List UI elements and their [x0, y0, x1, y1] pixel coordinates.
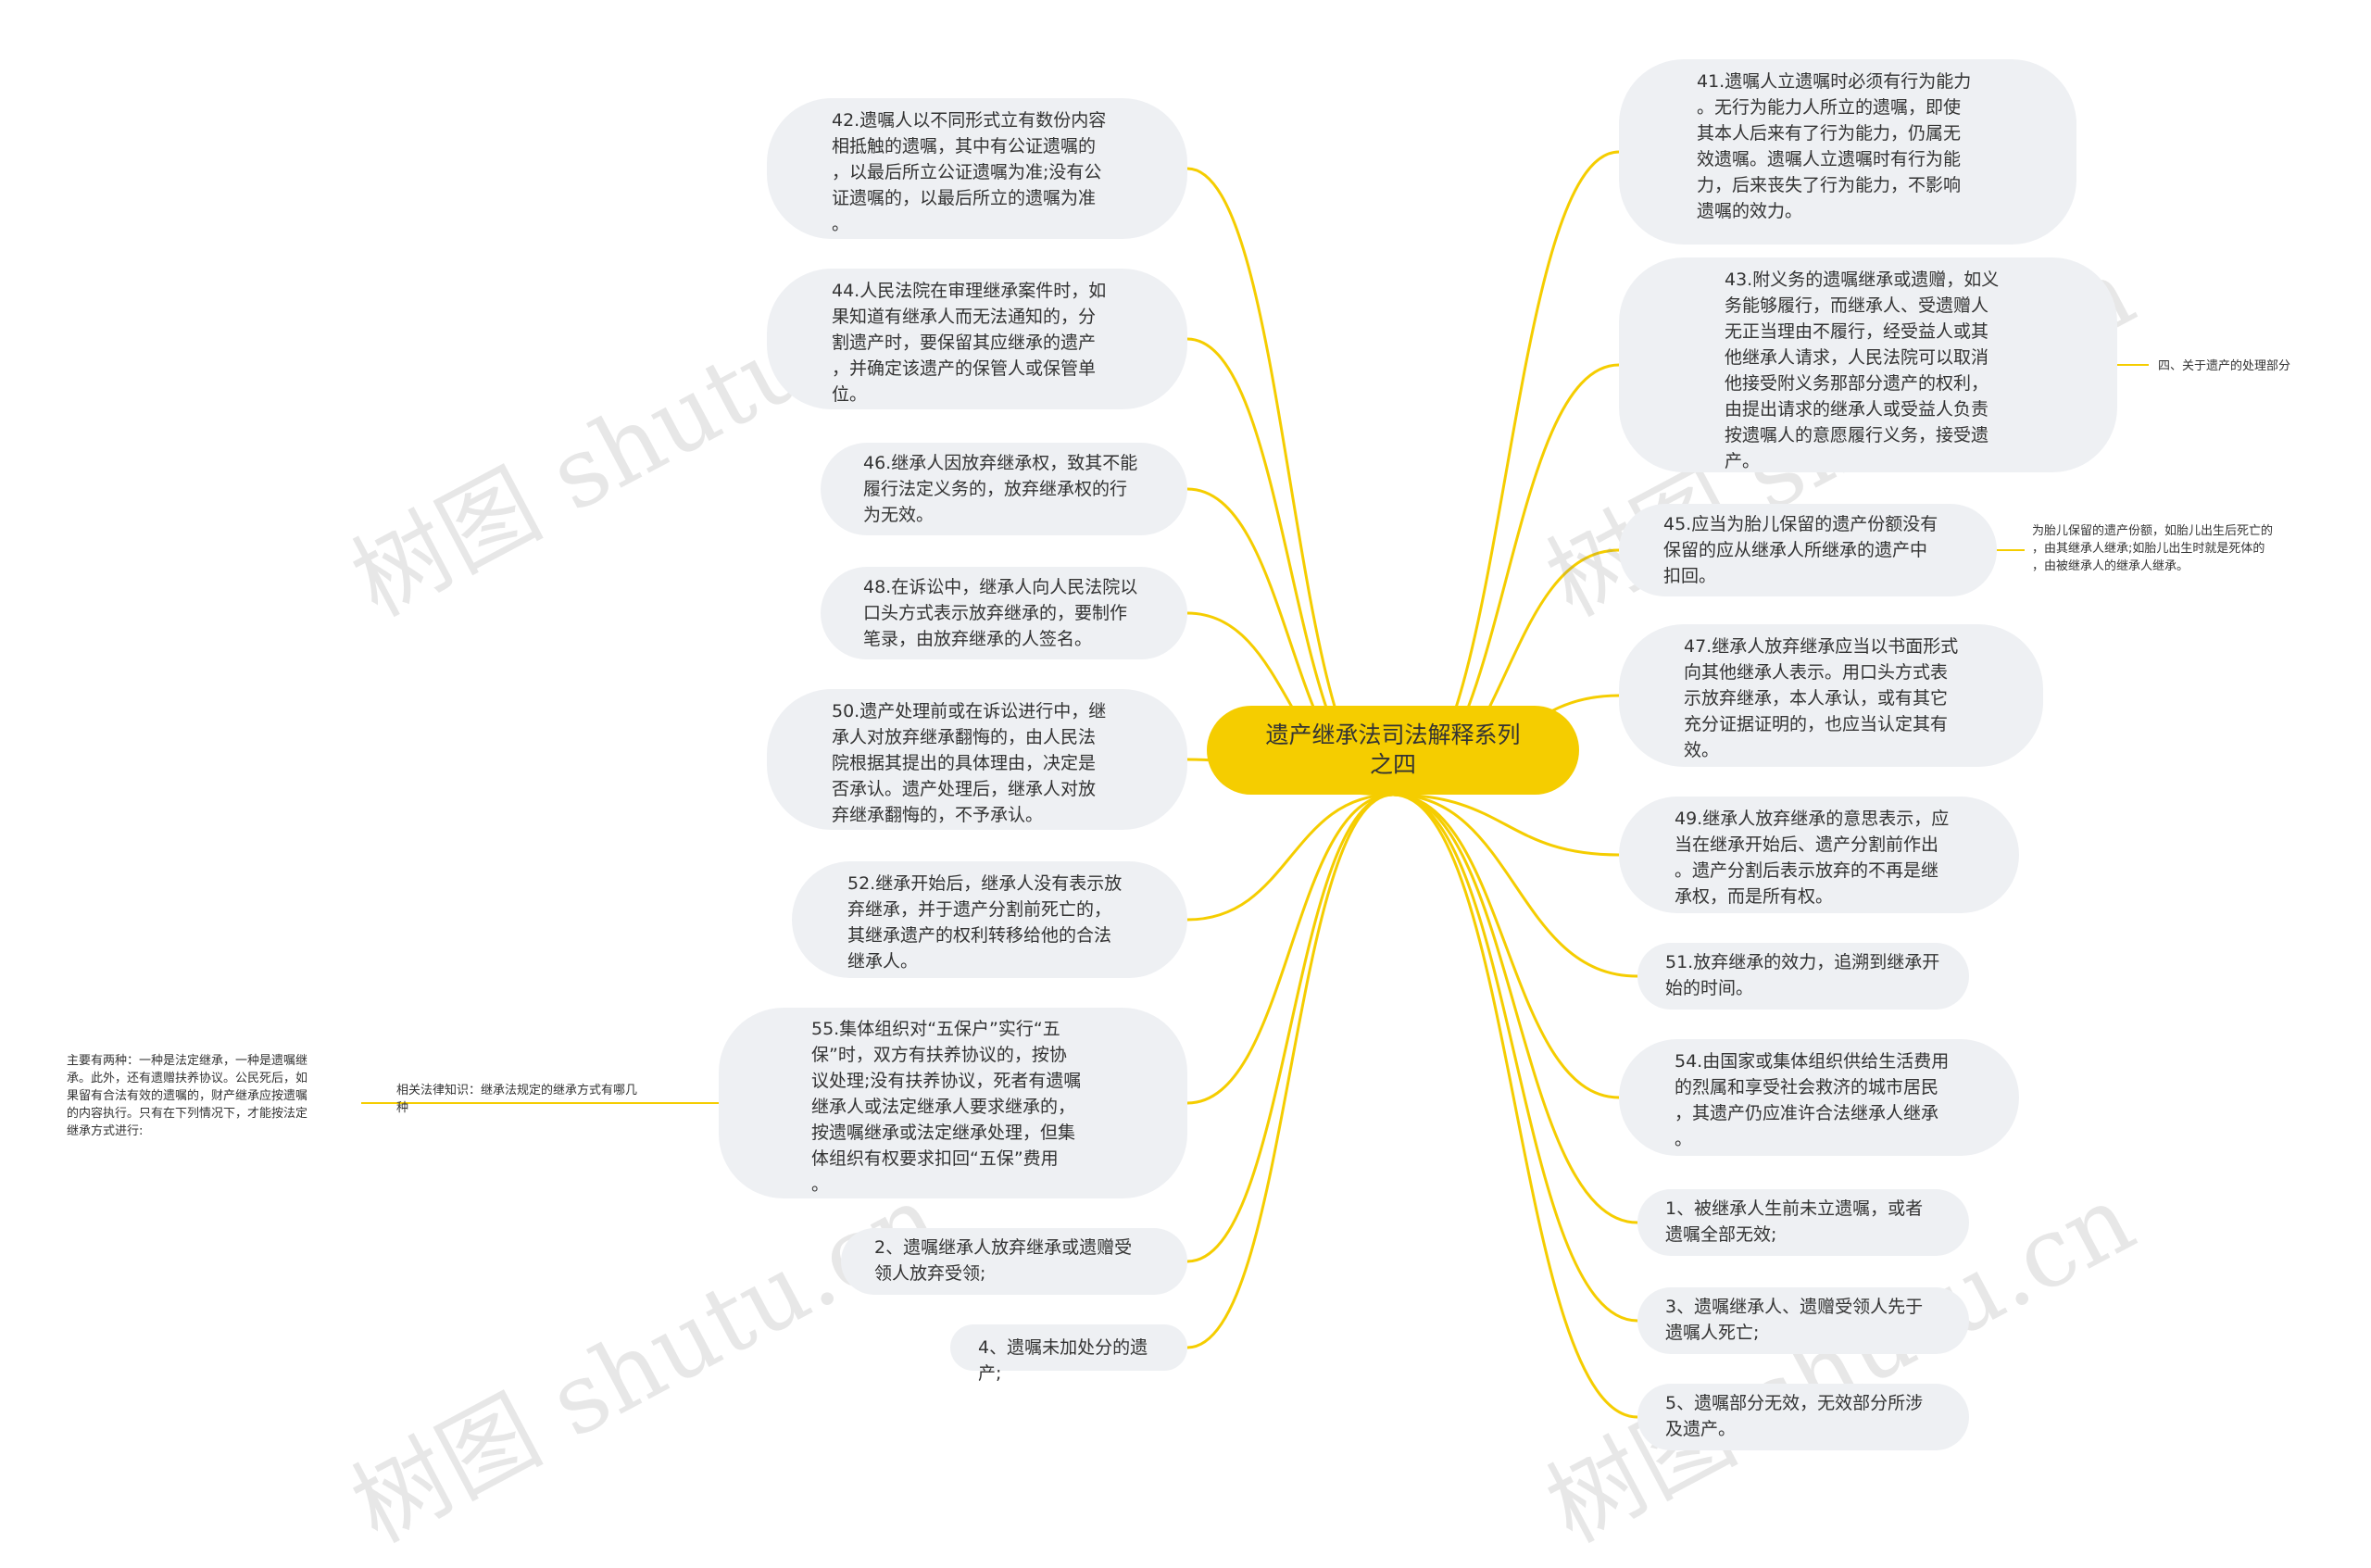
topic-node-46[interactable]: 46.继承人因放弃继承权，致其不能 履行法定义务的，放弃继承权的行 为无效。 — [821, 443, 1187, 535]
connector-line — [1186, 793, 1394, 1263]
topic-node-55[interactable]: 55.集体组织对“五保户”实行“五 保”时，双方有扶养协议的，按协 议处理;没有… — [719, 1008, 1187, 1198]
topic-node-42[interactable]: 42.遗嘱人以不同形式立有数份内容 相抵触的遗嘱，其中有公证遗嘱的 ，以最后所立… — [767, 98, 1187, 239]
topic-node-4[interactable]: 4、遗嘱未加处分的遗产; — [950, 1324, 1187, 1384]
topic-node-5[interactable]: 5、遗嘱部分无效，无效部分所涉 及遗产。 — [1637, 1384, 1969, 1450]
subtopic-n55-detail[interactable]: 主要有两种：一种是法定继承，一种是遗嘱继 承。此外，还有遗赠扶养协议。公民死后，… — [67, 1054, 308, 1138]
topic-node-52[interactable]: 52.继承开始后，继承人没有表示放 弃继承，并于遗产分割前死亡的， 其继承遗产的… — [792, 861, 1187, 978]
topic-node-2[interactable]: 2、遗嘱继承人放弃继承或遗赠受 领人放弃受领; — [841, 1228, 1187, 1295]
topic-node-43[interactable]: 43.附义务的遗嘱继承或遗赠，如义 务能够履行，而继承人、受遗赠人 无正当理由不… — [1619, 257, 2117, 472]
connector-line — [1392, 793, 1620, 1099]
connector-line — [1186, 793, 1394, 1105]
topic-node-49[interactable]: 49.继承人放弃继承的意思表示，应 当在继承开始后、遗产分割前作出 。遗产分割后… — [1619, 797, 2019, 913]
connector-line — [1186, 793, 1394, 922]
connector-line — [1392, 793, 1638, 1224]
subtopic-n43-note[interactable]: 四、关于遗产的处理部分 — [2158, 359, 2291, 373]
subtopic-n45-note[interactable]: 为胎儿保留的遗产份额，如胎儿出生后死亡的 ，由其继承人继承;如胎儿出生时就是死体… — [2032, 524, 2274, 573]
topic-node-51[interactable]: 51.放弃继承的效力，追溯到继承开 始的时间。 — [1637, 943, 1969, 1010]
topic-node-44[interactable]: 44.人民法院在审理继承案件时，如 果知道有继承人而无法通知的，分 割遗产时，要… — [767, 269, 1187, 409]
topic-node-54[interactable]: 54.由国家或集体组织供给生活费用 的烈属和享受社会救济的城市居民 ，其遗产仍应… — [1619, 1039, 2019, 1156]
topic-node-47[interactable]: 47.继承人放弃继承应当以书面形式 向其他继承人表示。用口头方式表 示放弃继承，… — [1619, 624, 2043, 767]
connector-line — [1186, 793, 1394, 1349]
topic-node-50[interactable]: 50.遗产处理前或在诉讼进行中，继 承人对放弃继承翻悔的，由人民法 院根据其提出… — [767, 689, 1187, 830]
connector-line — [1392, 793, 1638, 1419]
topic-node-48[interactable]: 48.在诉讼中，继承人向人民法院以 口头方式表示放弃继承的，要制作 笔录，由放弃… — [821, 567, 1187, 659]
connector-line — [1392, 793, 1638, 978]
topic-node-41[interactable]: 41.遗嘱人立遗嘱时必须有行为能力 。无行为能力人所立的遗嘱，即使 其本人后来有… — [1619, 59, 2076, 245]
topic-node-45[interactable]: 45.应当为胎儿保留的遗产份额没有 保留的应从继承人所继承的遗产中 扣回。 — [1619, 504, 1997, 596]
connector-line — [1186, 167, 1394, 797]
root-topic[interactable]: 遗产继承法司法解释系列 之四 — [1207, 706, 1579, 795]
subtopic-n55-note[interactable]: 相关法律知识：继承法规定的继承方式有哪几 种 — [396, 1084, 638, 1115]
topic-node-3[interactable]: 3、遗嘱继承人、遗赠受领人先于 遗嘱人死亡; — [1637, 1287, 1969, 1354]
connector-line — [1392, 793, 1638, 1323]
connector-line — [1392, 793, 1620, 857]
topic-node-1[interactable]: 1、被继承人生前未立遗嘱，或者 遗嘱全部无效; — [1637, 1189, 1969, 1256]
